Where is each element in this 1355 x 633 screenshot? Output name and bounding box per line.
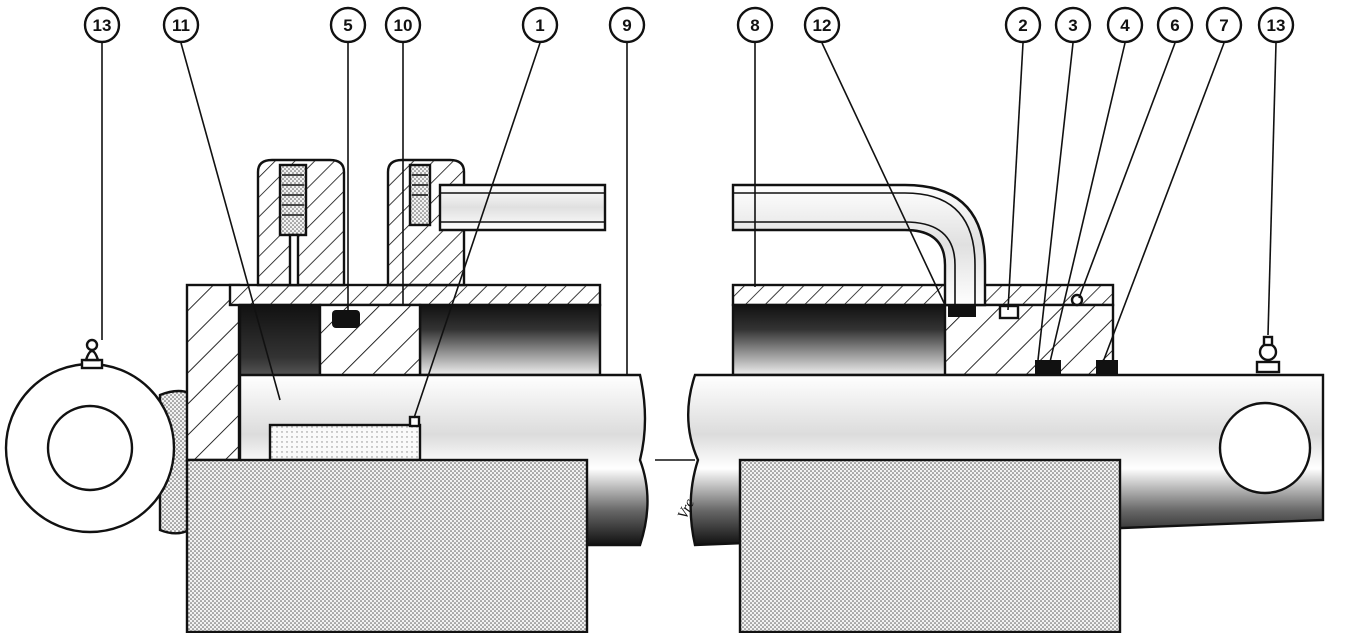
base-block-left (185, 458, 589, 633)
left-end-cap (185, 283, 241, 462)
callout-label: 11 (172, 16, 190, 35)
callout-1: 1 (521, 6, 559, 44)
callout-label: 12 (813, 16, 832, 35)
callout-12: 12 (803, 6, 841, 44)
callout-11: 11 (162, 6, 200, 44)
rod-gland (943, 293, 1118, 377)
callout-label: 13 (93, 16, 112, 35)
callout-label: 9 (622, 16, 631, 35)
callout-label: 10 (394, 16, 413, 35)
base-block-right (738, 458, 1122, 633)
callout-label: 5 (343, 16, 352, 35)
callout-label: 7 (1219, 16, 1228, 35)
hydraulic-line-left (438, 183, 607, 232)
callout-6: 6 (1156, 6, 1194, 44)
cylinder-chamber-right (731, 303, 950, 377)
callout-9: 9 (608, 6, 646, 44)
callout-10: 10 (384, 6, 422, 44)
leader-lines (101, 42, 1277, 419)
left-grease-fitting (80, 338, 104, 370)
callout-7: 7 (1205, 6, 1243, 44)
right-grease-fitting (1255, 335, 1281, 374)
rod-marking: Vrc (675, 497, 698, 522)
callout-label: 13 (1267, 16, 1286, 35)
port-fitting-left (256, 158, 346, 287)
callout-5: 5 (329, 6, 367, 44)
callout-13-right: 13 (1257, 6, 1295, 44)
callout-3: 3 (1054, 6, 1092, 44)
left-clevis-eye (4, 362, 202, 535)
callout-2: 2 (1004, 6, 1042, 44)
callout-label: 2 (1018, 16, 1027, 35)
callout-label: 6 (1170, 16, 1179, 35)
callout-label: 8 (750, 16, 759, 35)
callout-label: 1 (535, 16, 544, 35)
callout-label: 4 (1120, 16, 1130, 35)
callout-8: 8 (736, 6, 774, 44)
callout-label: 3 (1068, 16, 1077, 35)
hydraulic-line-right (731, 183, 987, 307)
callout-4: 4 (1106, 6, 1144, 44)
callout-13-left: 13 (83, 6, 121, 44)
